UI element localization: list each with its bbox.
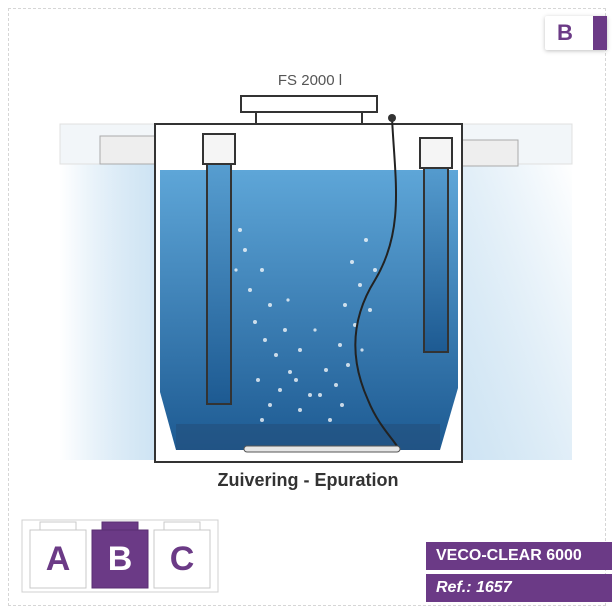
- right-faded-tank: [462, 160, 572, 460]
- variant-badge-letter: B: [557, 20, 573, 45]
- water-volume: [160, 170, 458, 450]
- product-name: VECO-CLEAR 6000: [426, 542, 612, 570]
- right-outlet-elbow: [419, 137, 453, 169]
- variant-b-lid: [101, 521, 139, 531]
- right-outlet-pipe: [423, 137, 449, 353]
- variant-badge: B: [545, 16, 607, 50]
- air-bubbles: [234, 228, 377, 422]
- variant-c-lid: [163, 521, 201, 531]
- diagram-title: Zuivering - Epuration: [217, 470, 399, 490]
- variant-a-label: A: [45, 540, 71, 578]
- dashed-frame: [8, 8, 606, 606]
- left-inlet-elbow: [202, 133, 236, 165]
- tank-lid: [240, 95, 378, 113]
- left-faded-tank: [60, 160, 155, 460]
- tank-neck: [255, 111, 363, 125]
- air-diffuser: [243, 445, 401, 453]
- capacity-label: FS 2000 l: [277, 72, 343, 89]
- variant-c-label: C: [169, 540, 195, 578]
- variant-b-tank: [91, 529, 149, 589]
- air-hose-connector: [388, 114, 396, 122]
- variant-a-lid: [39, 521, 77, 531]
- left-inlet-pipe: [206, 133, 232, 405]
- air-hose: [354, 117, 400, 451]
- variant-badge-stripe: [593, 16, 607, 50]
- product-reference: Ref.: 1657: [426, 574, 612, 602]
- variant-b-label: B: [107, 540, 133, 578]
